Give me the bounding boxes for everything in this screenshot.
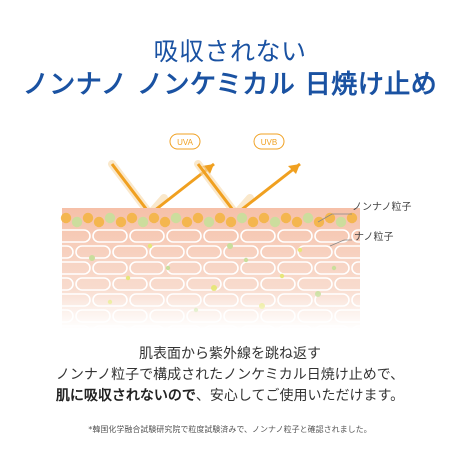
uvb-ray [194, 160, 301, 218]
nonnano-particle [346, 212, 358, 224]
skin-cell [149, 245, 185, 259]
nonnano-particle [203, 216, 215, 228]
nonnano-particle [115, 216, 127, 228]
footnote: *韓国化学融合試験研究院で粒度試験済みで、ノンナノ粒子と確認されました。 [88, 425, 372, 434]
nano-label: ナノ粒子 [354, 230, 394, 243]
uva-label: UVA [177, 138, 194, 147]
skin-cell [92, 229, 128, 243]
nonnano-particle-layer [60, 212, 358, 228]
skin-cell [203, 229, 239, 243]
skin-cell [351, 229, 360, 243]
nonnano-particle [159, 216, 171, 228]
skin-cell [92, 261, 128, 275]
nonnano-particle [60, 212, 72, 224]
headline-sub: 吸収されない [153, 37, 307, 66]
skin-cell [62, 261, 91, 275]
nonnano-particle [192, 212, 204, 224]
skin-cell [62, 229, 91, 243]
skin-cell [112, 245, 148, 259]
nonnano-particle [148, 212, 160, 224]
nano-particle [297, 247, 303, 253]
nonnano-particle [291, 216, 303, 228]
skin-cell [129, 261, 165, 275]
skin-cell [334, 245, 360, 259]
body-line-3: 肌に吸収されないので、安心してご使用いただけます。 [0, 387, 460, 405]
body-line-3-bold: 肌に吸収されないので [55, 388, 196, 404]
headline-main: ノンナノ ノンケミカル 日焼け止め [22, 70, 438, 100]
nonnano-particle [313, 216, 325, 228]
skin-cell [203, 261, 239, 275]
skin-cell [240, 229, 276, 243]
skin-cell [260, 245, 296, 259]
nano-particle [279, 273, 285, 279]
body-line-3-rest: 、安心してご使用いただけます。 [195, 388, 405, 404]
nonnano-particle [93, 216, 105, 228]
skin-cell [166, 229, 202, 243]
nonnano-particle [181, 216, 193, 228]
body-line-2: ノンナノ粒子で構成されたノンケミカル日焼け止めで、 [55, 367, 405, 383]
nano-particle [227, 243, 233, 249]
nonnano-particle [258, 212, 270, 224]
nonnano-label: ノンナノ粒子 [352, 200, 412, 213]
nonnano-particle [71, 216, 83, 228]
nonnano-particle [324, 212, 336, 224]
skin-layers [62, 208, 360, 328]
nonnano-particle [225, 216, 237, 228]
body-line-1: 肌表面から紫外線を跳ね返す [139, 346, 321, 362]
nano-callout: ナノ粒子 [329, 230, 394, 247]
nonnano-particle [126, 212, 138, 224]
skin-cell [129, 229, 165, 243]
nano-particle [147, 243, 153, 249]
nonnano-particle [335, 216, 347, 228]
skin-cell [351, 261, 360, 275]
nano-particle [331, 265, 337, 271]
uvb-label: UVB [261, 138, 277, 147]
nonnano-particle [247, 216, 259, 228]
nonnano-particle [82, 212, 94, 224]
uvb-badge: UVB [253, 133, 285, 150]
nano-particle [165, 265, 171, 271]
skin-cell [223, 245, 259, 259]
nano-particle [89, 255, 95, 261]
skin-cell [62, 277, 74, 291]
skin-cell [277, 261, 313, 275]
nonnano-particle [104, 212, 116, 224]
nano-particle [125, 275, 131, 281]
nonnano-callout: ノンナノ粒子 [317, 200, 412, 223]
nano-particle [243, 257, 249, 263]
uva-badge: UVA [169, 133, 201, 150]
nonnano-particle [302, 212, 314, 224]
skin-cell [297, 245, 333, 259]
skin-cell [186, 245, 222, 259]
nonnano-particle [214, 212, 226, 224]
skin-cell [277, 229, 313, 243]
skin-diagram: UVA UVB ノンナノ粒子 ナノ粒子 [60, 133, 412, 328]
nonnano-particle [170, 212, 182, 224]
skin-cell [314, 229, 350, 243]
skin-cell [62, 245, 74, 259]
nonnano-particle [269, 216, 281, 228]
skin-cell [314, 261, 350, 275]
skin-cell [240, 261, 276, 275]
nonnano-particle [236, 212, 248, 224]
nonnano-particle [280, 212, 292, 224]
nonnano-particle [137, 216, 149, 228]
